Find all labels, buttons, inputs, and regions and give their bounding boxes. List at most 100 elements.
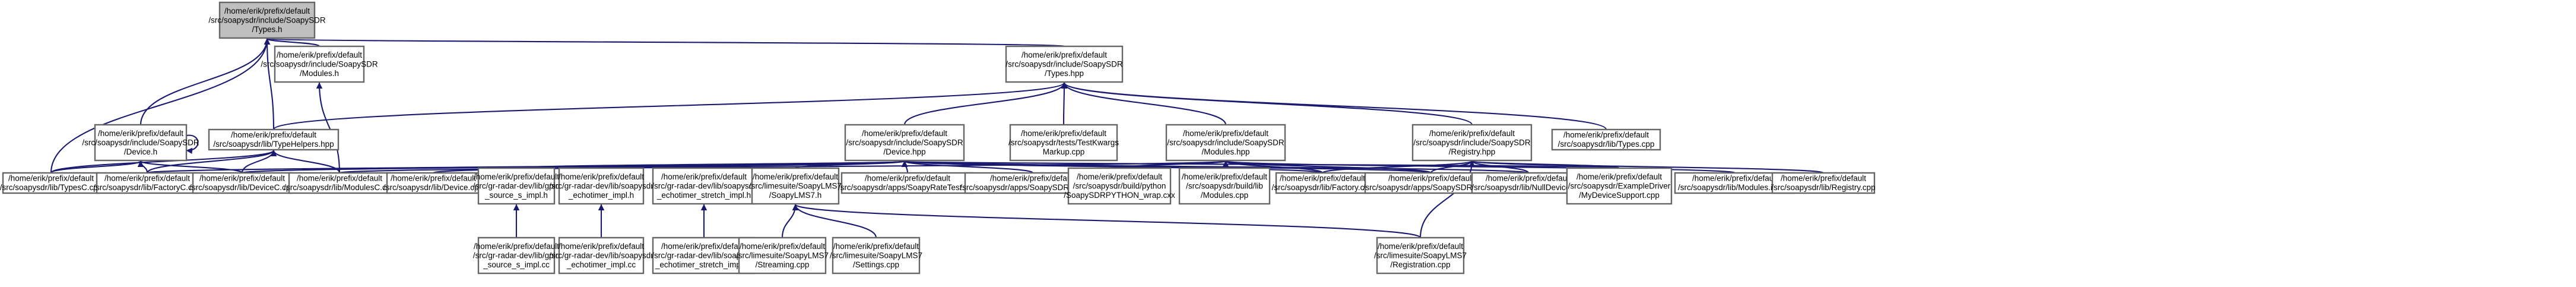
node-label-line: _echotimer_stretch_impl.h <box>656 191 751 200</box>
node-label-line: /home/erik/prefix/default <box>224 7 310 15</box>
node-echotimer-stretch-cc[interactable]: /home/erik/prefix/default/src/gr-radar-d… <box>652 236 756 275</box>
node-label-line: /home/erik/prefix/default <box>990 174 1076 183</box>
edge-typesc-cpp-to-types-h <box>50 38 271 174</box>
node-label-line: /home/erik/prefix/default <box>277 51 362 59</box>
node-box <box>1411 124 1533 162</box>
node-build-modules[interactable]: /home/erik/prefix/default/src/soapysdr/b… <box>1178 167 1271 205</box>
node-modules-hpp[interactable]: /home/erik/prefix/default/src/soapysdr/i… <box>1165 124 1286 162</box>
node-registration-cpp[interactable]: /home/erik/prefix/default/src/limesuite/… <box>1374 236 1467 275</box>
node-label-line: /home/erik/prefix/default <box>862 129 947 138</box>
node-label-line: /src/limesuite/SoapyLMS7 <box>1374 251 1467 260</box>
node-label-line: /src/gr-radar-dev/lib/soapysdr <box>549 181 653 190</box>
node-label-line: /home/erik/prefix/default <box>753 172 838 181</box>
node-label-line: /src/gr-radar-dev/lib/soapysdr <box>652 251 756 260</box>
node-typesc-cpp[interactable]: /home/erik/prefix/default/src/soapysdr/l… <box>0 172 102 194</box>
node-label-line: /home/erik/prefix/default <box>661 242 747 251</box>
node-python-wrap[interactable]: /home/erik/prefix/default/src/soapysdr/b… <box>1064 167 1175 205</box>
node-label-line: /src/soapysdr/lib/Device.cpp <box>383 183 483 192</box>
node-types-cpp[interactable]: /home/erik/prefix/default/src/soapysdr/l… <box>1551 128 1661 151</box>
node-streaming-cpp[interactable]: /home/erik/prefix/default/src/limesuite/… <box>736 236 829 275</box>
node-echotimer-impl-cc[interactable]: /home/erik/prefix/default/src/gr-radar-d… <box>549 236 653 275</box>
node-box <box>477 236 556 275</box>
node-box <box>1009 124 1118 162</box>
node-gpio-impl-cc[interactable]: /home/erik/prefix/default/src/gr-radar-d… <box>473 236 560 275</box>
node-box <box>94 124 188 162</box>
node-label-line: /home/erik/prefix/default <box>559 172 644 181</box>
node-label-line: /src/soapysdr/include/SoapySDR <box>1005 59 1123 68</box>
node-label-line: /src/soapysdr/lib/NullDevice.cpp <box>1471 183 1585 192</box>
node-label-line: /src/soapysdr/lib/ModulesC.cpp <box>284 183 395 192</box>
node-label-line: /home/erik/prefix/default <box>661 172 747 181</box>
node-label-line: /src/soapysdr/build/python <box>1073 181 1166 190</box>
node-nulldevice[interactable]: /home/erik/prefix/default/src/soapysdr/l… <box>1471 172 1586 194</box>
node-box <box>844 124 965 162</box>
node-label-line: /Modules.cpp <box>1201 191 1248 200</box>
node-label-line: /src/soapysdr/apps/SoapyRateTest.cpp <box>838 183 977 192</box>
node-echotimer-impl-h[interactable]: /home/erik/prefix/default/src/gr-radar-d… <box>549 167 653 205</box>
node-types-hpp[interactable]: /home/erik/prefix/default/src/soapysdr/i… <box>1005 45 1124 83</box>
node-devicec-cpp[interactable]: /home/erik/prefix/default/src/soapysdr/l… <box>189 172 295 194</box>
node-label-line: /home/erik/prefix/default <box>1183 129 1268 138</box>
node-label-line: /src/soapysdr/lib/DeviceC.cpp <box>189 183 295 192</box>
node-label-line: /src/gr-radar-dev/lib/gpio <box>473 251 560 260</box>
edge-modules-in-to-modules-hpp <box>1223 160 1736 174</box>
node-label-line: Markup.cpp <box>1043 147 1085 156</box>
edge-device-h-to-device-h <box>186 134 199 154</box>
node-label-line: /home/erik/prefix/default <box>474 172 559 181</box>
node-label-line: /src/soapysdr/tests/TestKwargs <box>1008 138 1119 147</box>
node-label-line: /src/soapysdr/lib/Modules.in.cpp <box>1678 183 1792 192</box>
edge-typesc-cpp-to-typehelpers-hpp <box>50 150 277 174</box>
edge-registry-cpp-to-registry-hpp <box>1469 160 1825 174</box>
node-types-h[interactable]: /home/erik/prefix/default/src/soapysdr/i… <box>208 1 326 39</box>
node-exampledriver[interactable]: /home/erik/prefix/default/src/soapysdr/E… <box>1566 167 1673 205</box>
node-label-line: /home/erik/prefix/default <box>98 129 183 138</box>
nodes-layer: /home/erik/prefix/default/src/soapysdr/i… <box>0 1 1876 275</box>
node-ratetest[interactable]: /home/erik/prefix/default/src/soapysdr/a… <box>838 172 977 194</box>
node-registry-hpp[interactable]: /home/erik/prefix/default/src/soapysdr/i… <box>1411 124 1533 162</box>
node-label-line: /src/soapysdr/include/SoapySDR <box>1167 138 1284 147</box>
node-soapylms7-h[interactable]: /home/erik/prefix/default/src/limesuite/… <box>749 167 842 205</box>
edge-modulesc-cpp-to-modules-h <box>316 82 341 174</box>
node-box <box>1566 167 1673 205</box>
node-box <box>558 167 645 205</box>
edges-layer <box>50 37 1825 238</box>
node-box <box>386 172 481 194</box>
node-settings-cpp[interactable]: /home/erik/prefix/default/src/limesuite/… <box>830 236 922 275</box>
node-factoryc-cpp[interactable]: /home/erik/prefix/default/src/soapysdr/l… <box>93 172 201 194</box>
node-device-h[interactable]: /home/erik/prefix/default/src/soapysdr/i… <box>82 124 199 162</box>
node-box <box>1376 236 1465 275</box>
node-modulesc-cpp[interactable]: /home/erik/prefix/default/src/soapysdr/l… <box>284 172 395 194</box>
node-label-line: /home/erik/prefix/default <box>1388 174 1474 183</box>
node-label-line: /src/soapysdr/lib/TypeHelpers.hpp <box>213 140 334 149</box>
node-box <box>218 1 316 39</box>
node-label-line: /src/soapysdr/include/SoapySDR <box>261 59 378 68</box>
node-box <box>832 236 921 275</box>
edge-factory-cpp-to-modules-hpp <box>1222 160 1324 174</box>
node-factory-cpp[interactable]: /home/erik/prefix/default/src/soapysdr/l… <box>1272 172 1373 194</box>
node-box <box>1771 172 1876 194</box>
node-gpio-impl-h[interactable]: /home/erik/prefix/default/src/gr-radar-d… <box>473 167 560 205</box>
node-label-line: /Registration.cpp <box>1390 260 1450 269</box>
edge-registry-hpp-to-types-hpp <box>1061 82 1473 125</box>
node-typehelpers-hpp[interactable]: /home/erik/prefix/default/src/soapysdr/l… <box>208 128 340 151</box>
node-label-line: /src/soapysdr/ExampleDriver <box>1568 181 1671 190</box>
node-box <box>1067 167 1172 205</box>
node-device-cpp[interactable]: /home/erik/prefix/default/src/soapysdr/l… <box>383 172 483 194</box>
node-label-line: /home/erik/prefix/default <box>474 242 559 251</box>
node-testkwargs[interactable]: /home/erik/prefix/default/src/soapysdr/t… <box>1008 124 1119 162</box>
node-label-line: /src/limesuite/SoapyLMS7 <box>749 181 842 190</box>
node-label-line: /home/erik/prefix/default <box>1077 172 1162 181</box>
node-label-line: /src/soapysdr/include/SoapySDR <box>208 15 326 24</box>
node-label-line: /src/limesuite/SoapyLMS7 <box>736 251 829 260</box>
node-label-line: /home/erik/prefix/default <box>391 174 476 183</box>
edge-settings-cpp-to-soapylms7-h <box>792 204 877 238</box>
node-registry-cpp[interactable]: /home/erik/prefix/default/src/soapysdr/l… <box>1771 172 1876 194</box>
node-echotimer-stretch-h[interactable]: /home/erik/prefix/default/src/gr-radar-d… <box>652 167 756 205</box>
node-box <box>751 167 840 205</box>
node-label-line: /home/erik/prefix/default <box>231 131 316 140</box>
node-label-line: _echotimer_stretch_impl.cc <box>655 260 753 269</box>
node-modules-h[interactable]: /home/erik/prefix/default/src/soapysdr/i… <box>261 45 378 83</box>
edge-probe-to-device-hpp <box>901 160 1034 174</box>
node-label-line: /Device.hpp <box>883 147 925 156</box>
node-device-hpp[interactable]: /home/erik/prefix/default/src/soapysdr/i… <box>844 124 965 162</box>
